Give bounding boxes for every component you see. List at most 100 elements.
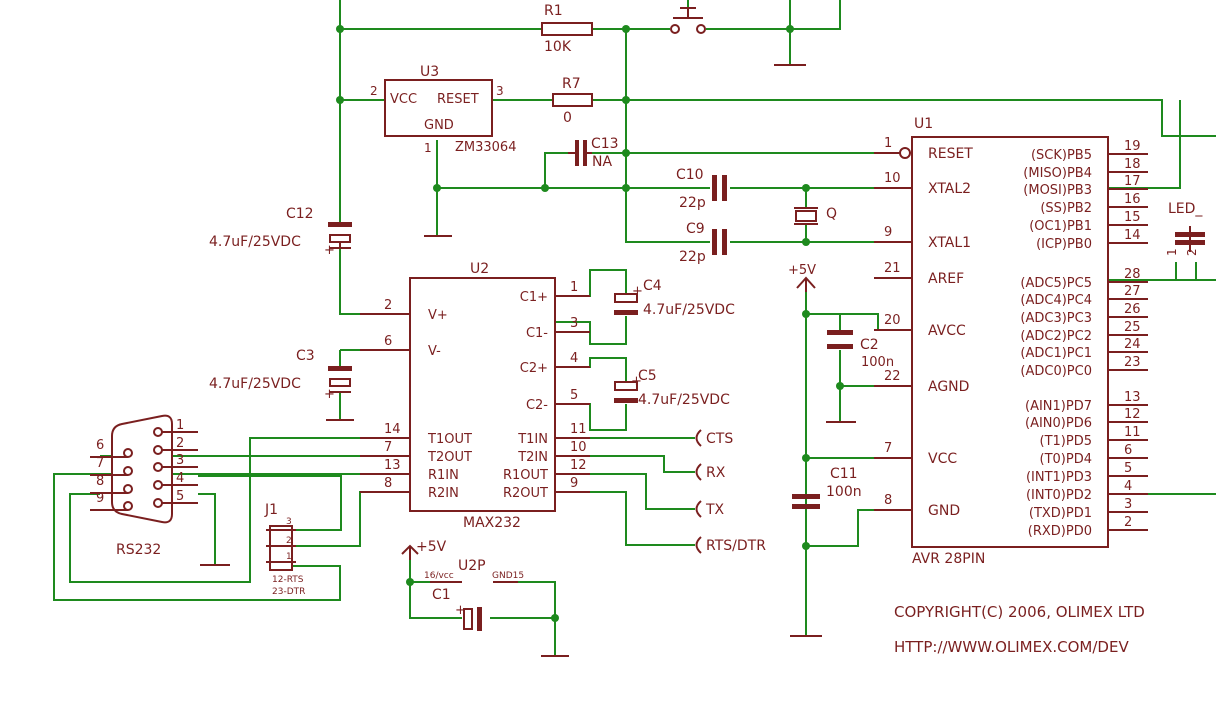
signal-connector-mark bbox=[695, 500, 702, 518]
led-indicator: LED_ 1 2 bbox=[1165, 201, 1205, 256]
u2-pin-name: T2IN bbox=[517, 450, 548, 465]
u2-pin-number: 12 bbox=[570, 458, 587, 473]
u2-pin-name: V+ bbox=[428, 308, 448, 323]
rs232-label: RS232 bbox=[116, 542, 161, 558]
u2-pin-number: 3 bbox=[570, 316, 578, 331]
u2-pin-name: R1OUT bbox=[503, 468, 548, 483]
u3-ref: U3 bbox=[420, 64, 439, 80]
u1-pin-number: 1 bbox=[884, 136, 892, 151]
c10-ref: C10 bbox=[676, 167, 704, 183]
db9-pin-contact bbox=[153, 498, 163, 508]
u1-pin-number: 12 bbox=[1124, 407, 1141, 422]
u2-pin-name: R1IN bbox=[428, 468, 459, 483]
ic-u1: U1 AVR 28PIN 1RESET10XTAL29XTAL121AREF20… bbox=[874, 116, 1148, 567]
u1-pin-name: (INT0)PD2 bbox=[1026, 488, 1092, 503]
q-ref: Q bbox=[826, 206, 837, 222]
junctions bbox=[336, 25, 844, 622]
supply-plus5v-right: +5V bbox=[788, 263, 816, 292]
db9-pin-number: 4 bbox=[176, 471, 184, 486]
u2-pin-name: C1- bbox=[526, 326, 548, 341]
capacitor-c11: C11 100n bbox=[792, 466, 862, 509]
u1-right-pins: 19(SCK)PB518(MISO)PB417(MOSI)PB316(SS)PB… bbox=[1020, 139, 1148, 539]
u1-pin-name: AREF bbox=[928, 271, 964, 287]
u2p-gnd: GND15 bbox=[492, 571, 524, 581]
c4-ref: C4 bbox=[643, 278, 662, 294]
u1-left-pins: 1RESET10XTAL29XTAL121AREF20AVCC22AGND7VC… bbox=[874, 136, 973, 519]
supply-5v-left-label: +5V bbox=[416, 539, 447, 555]
u1-pin-name: (MOSI)PB3 bbox=[1023, 183, 1092, 198]
u1-pin-name: (T0)PD4 bbox=[1040, 452, 1092, 467]
db9-pin-number: 2 bbox=[176, 436, 184, 451]
u1-pin-number: 16 bbox=[1124, 192, 1141, 207]
u1-pin-name: VCC bbox=[928, 451, 957, 467]
signal-label: RTS/DTR bbox=[706, 538, 766, 554]
db9-pin-contact bbox=[153, 427, 163, 437]
db9-pin-number: 3 bbox=[176, 453, 184, 468]
db9-pin-number: 1 bbox=[176, 418, 184, 433]
u1-pin-name: (ADC1)PC1 bbox=[1020, 346, 1092, 361]
u1-pin-name: (ADC5)PC5 bbox=[1020, 276, 1092, 291]
u2-pin-number: 5 bbox=[570, 388, 578, 403]
url-text: HTTP://WWW.OLIMEX.COM/DEV bbox=[894, 638, 1129, 656]
u1-pin-name: (ADC2)PC2 bbox=[1020, 329, 1092, 344]
j1-pin-1: 1 bbox=[286, 552, 292, 562]
u1-pin-number: 21 bbox=[884, 261, 901, 276]
ground-symbols bbox=[200, 64, 856, 657]
u1-pin-name: GND bbox=[928, 503, 960, 519]
u2-pin-number: 2 bbox=[384, 298, 392, 313]
u1-part: AVR 28PIN bbox=[912, 551, 985, 567]
signal-label: RX bbox=[706, 465, 726, 481]
db9-pin-number: 5 bbox=[176, 489, 184, 504]
j1-note-dtr: 23-DTR bbox=[272, 587, 305, 597]
u1-pin-name: (TXD)PD1 bbox=[1029, 506, 1092, 521]
u1-pin-number: 18 bbox=[1124, 157, 1141, 172]
u2-pin-number: 14 bbox=[384, 422, 401, 437]
u2-part: MAX232 bbox=[463, 515, 521, 531]
u1-pin-number: 15 bbox=[1124, 210, 1141, 225]
db9-pin-contact bbox=[153, 480, 163, 490]
u2p-ref: U2P bbox=[458, 558, 486, 574]
u2-pin-name: V- bbox=[428, 344, 441, 359]
signal-connector-mark bbox=[695, 429, 702, 447]
db9-pin-number: 9 bbox=[96, 491, 104, 506]
crystal-q: Q bbox=[794, 206, 837, 225]
u1-pin-name: (AIN0)PD6 bbox=[1025, 416, 1092, 431]
c2-ref: C2 bbox=[860, 337, 879, 353]
reset-switch bbox=[670, 7, 706, 34]
u1-pin-number: 17 bbox=[1124, 174, 1141, 189]
u2-pin-number: 1 bbox=[570, 280, 578, 295]
u2-pin-name: C2- bbox=[526, 398, 548, 413]
u2-pin-name: R2IN bbox=[428, 486, 459, 501]
u3-pin-reset: 3 bbox=[496, 84, 504, 98]
u2-right-pins: 1C1+3C1-4C2+5C2-11T1IN10T2IN12R1OUT9R2OU… bbox=[503, 280, 590, 501]
c12-value: 4.7uF/25VDC bbox=[209, 234, 301, 250]
capacitor-c9: C9 22p bbox=[679, 221, 727, 265]
c11-value: 100n bbox=[826, 484, 862, 500]
signal-connector-mark bbox=[695, 536, 702, 554]
c3-value: 4.7uF/25VDC bbox=[209, 376, 301, 392]
u1-pin-name: AGND bbox=[928, 379, 969, 395]
db9-pin-contact bbox=[123, 466, 133, 476]
u1-pin-number: 24 bbox=[1124, 337, 1141, 352]
c11-ref: C11 bbox=[830, 466, 858, 482]
u2-pin-name: C2+ bbox=[520, 361, 548, 376]
c4-value: 4.7uF/25VDC bbox=[643, 302, 735, 318]
r7-ref: R7 bbox=[562, 76, 581, 92]
ic-u3: U3 VCC RESET GND 2 3 1 ZM33064 bbox=[370, 64, 516, 155]
led-pin-1: 1 bbox=[1165, 248, 1179, 256]
u1-pin-name: (ICP)PB0 bbox=[1036, 237, 1092, 252]
c4-plus: + bbox=[632, 284, 643, 299]
u1-pin-name: (SCK)PB5 bbox=[1031, 148, 1092, 163]
jumper-j1: J1 3 2 1 12-RTS 23-DTR bbox=[264, 502, 305, 597]
supply-5v-right-label: +5V bbox=[788, 263, 816, 278]
capacitor-c1: + C1 bbox=[432, 587, 482, 631]
ic-u2: U2 MAX232 2V+6V-14T1OUT7T2OUT13R1IN8R2IN… bbox=[360, 261, 590, 531]
u1-pin-number: 4 bbox=[1124, 479, 1132, 494]
db9-pin-contact bbox=[123, 448, 133, 458]
u2-pin-number: 13 bbox=[384, 458, 401, 473]
u2-ref: U2 bbox=[470, 261, 489, 277]
c9-value: 22p bbox=[679, 249, 706, 265]
